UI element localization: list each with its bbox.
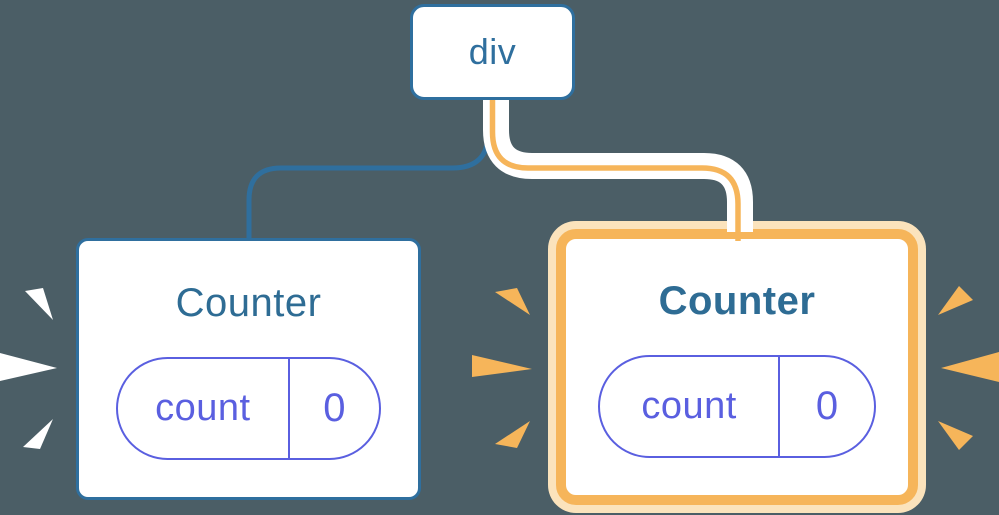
emphasis-burst-icon bbox=[941, 352, 999, 382]
emphasis-burst-icon bbox=[495, 288, 530, 315]
emphasis-burst-icon bbox=[938, 286, 973, 315]
emphasis-burst-icon bbox=[938, 421, 973, 450]
state-pill: count 0 bbox=[598, 355, 876, 458]
emphasis-burst-icon bbox=[472, 355, 532, 377]
edge-to-right-child-highlight bbox=[489, 100, 741, 241]
counter-title: Counter bbox=[658, 279, 816, 323]
counter-title: Counter bbox=[175, 281, 322, 325]
state-key-label: count bbox=[600, 357, 781, 456]
emphasis-burst-icon bbox=[23, 419, 53, 449]
burst-marks-right-card-left bbox=[472, 288, 532, 448]
counter-card-right: Counter count 0 bbox=[556, 229, 918, 505]
edge-to-left-child bbox=[246, 100, 491, 240]
counter-card-left: Counter count 0 bbox=[76, 238, 421, 500]
state-value-label: 0 bbox=[815, 384, 839, 428]
state-pill: count 0 bbox=[116, 357, 381, 460]
emphasis-burst-icon bbox=[495, 421, 530, 448]
burst-marks-right-card-right bbox=[938, 286, 999, 450]
edge-to-right-child-casing bbox=[483, 100, 753, 232]
emphasis-burst-icon bbox=[25, 288, 53, 320]
root-node-div: div bbox=[410, 4, 575, 100]
root-node-label: div bbox=[468, 31, 517, 72]
emphasis-burst-icon bbox=[0, 353, 57, 381]
state-key-label: count bbox=[118, 359, 290, 458]
burst-marks-left-card bbox=[0, 288, 57, 449]
state-value-label: 0 bbox=[323, 386, 346, 430]
